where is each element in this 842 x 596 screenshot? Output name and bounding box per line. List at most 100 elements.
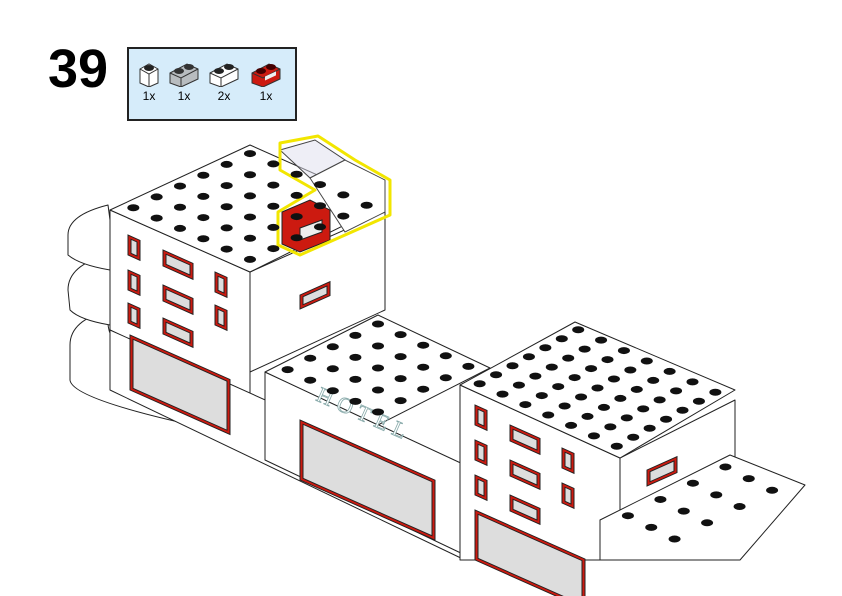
stud — [267, 245, 280, 253]
stud — [244, 192, 256, 200]
stud — [267, 223, 280, 231]
stud — [439, 352, 452, 360]
stud — [496, 390, 509, 398]
window-brick-icon — [251, 63, 281, 87]
stud — [462, 362, 475, 370]
window — [162, 317, 194, 349]
stud — [197, 192, 210, 200]
stud — [607, 375, 620, 383]
stud — [663, 367, 676, 375]
stud — [220, 224, 233, 232]
stud — [595, 336, 608, 344]
stud — [314, 181, 326, 189]
stud — [304, 354, 317, 362]
stud — [581, 412, 594, 420]
part-brick-1x2-white: 2x — [207, 59, 241, 103]
part-qty: 1x — [259, 89, 273, 103]
stud — [337, 191, 350, 199]
stud — [349, 331, 362, 339]
stud — [512, 381, 525, 389]
window — [474, 509, 586, 596]
stud — [627, 433, 640, 441]
stud — [637, 405, 650, 413]
window — [214, 271, 228, 299]
window — [162, 284, 194, 316]
stud — [360, 201, 373, 209]
window — [474, 439, 488, 467]
part-qty: 2x — [217, 89, 231, 103]
stud — [676, 406, 689, 414]
stud — [174, 224, 186, 232]
stud — [417, 341, 430, 349]
window — [509, 494, 541, 526]
stud — [614, 394, 627, 402]
stud — [620, 414, 633, 422]
stud — [686, 479, 699, 487]
stud — [677, 507, 690, 515]
stud — [150, 214, 163, 222]
window — [474, 474, 488, 502]
stud — [742, 475, 755, 483]
stud — [337, 212, 350, 220]
stud — [535, 392, 548, 400]
annex-top — [599, 454, 806, 561]
stud — [290, 234, 303, 242]
stud — [244, 150, 256, 158]
window — [474, 404, 488, 432]
stud — [439, 374, 452, 382]
stud — [417, 363, 430, 371]
stud — [645, 523, 658, 531]
stud — [591, 384, 604, 392]
stud — [565, 421, 578, 429]
stud — [349, 375, 362, 383]
stud — [267, 160, 280, 168]
stud — [314, 202, 326, 210]
stud — [709, 388, 722, 396]
window — [509, 424, 541, 456]
stud — [326, 387, 339, 395]
stud — [372, 342, 384, 350]
stud — [417, 385, 430, 393]
stud — [174, 203, 186, 211]
stud — [506, 362, 519, 370]
new-parts-highlight — [276, 134, 392, 257]
stud — [710, 491, 723, 499]
stud — [349, 397, 362, 405]
stud — [522, 353, 535, 361]
stud — [572, 326, 585, 334]
stud — [766, 486, 779, 494]
window — [509, 459, 541, 491]
stud — [643, 424, 656, 432]
stud — [304, 376, 317, 384]
stud — [394, 397, 407, 405]
stud — [220, 245, 233, 253]
stud — [701, 519, 714, 527]
stud — [150, 193, 163, 201]
part-qty: 1x — [177, 89, 191, 103]
stud — [519, 401, 532, 409]
stud — [558, 402, 571, 410]
stud — [686, 378, 699, 386]
stud — [372, 320, 384, 328]
window — [127, 302, 141, 330]
stud — [692, 397, 705, 405]
stud — [267, 181, 280, 189]
stud — [244, 234, 256, 242]
stud — [668, 535, 681, 543]
stud — [394, 353, 407, 361]
stud — [174, 182, 186, 190]
stud — [372, 408, 384, 416]
window — [129, 334, 231, 436]
stud — [733, 503, 746, 511]
stud — [542, 411, 555, 419]
stud — [587, 432, 600, 440]
stud — [610, 442, 623, 450]
stud — [244, 255, 256, 263]
stud — [394, 375, 407, 383]
stud — [220, 182, 233, 190]
stud — [575, 393, 588, 401]
stud — [621, 512, 634, 520]
window — [127, 269, 141, 297]
stud — [604, 423, 617, 431]
